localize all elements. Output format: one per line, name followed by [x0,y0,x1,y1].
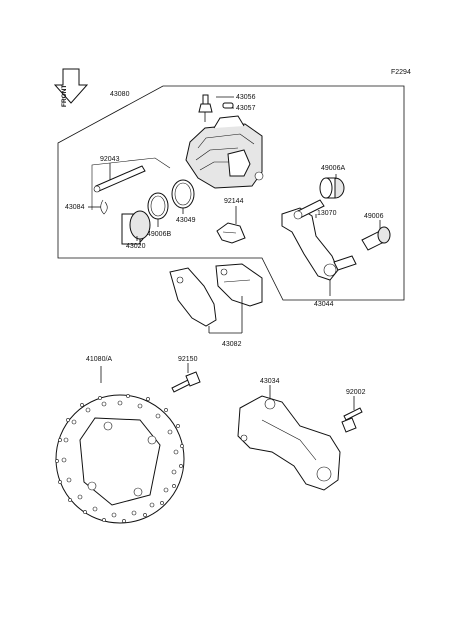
clip [100,199,108,215]
front-marker-label: FRONT [61,85,68,107]
label-pad-spring: 92144 [224,198,244,205]
pad-spring [216,222,246,244]
label-dust-seal: 43049 [176,217,196,224]
piston [121,210,151,245]
pad-assy [169,263,263,327]
label-disc: 41080/A [86,356,112,363]
label-caliper-holder: 43044 [314,301,334,308]
dust-seal [171,179,195,209]
label-bracket-shaft: 13070 [317,210,337,217]
label-piston: 43020 [126,243,146,250]
figure-code: F2294 [391,69,411,76]
label-bleeder-cap: 43057 [236,105,256,112]
label-piston-seal: 49006B [147,231,171,238]
leader-lines [88,96,381,410]
label-caliper-bracket: 43034 [260,378,280,385]
caliper-subgroup-outline [91,157,171,210]
caliper-assy-outline [57,85,405,301]
caliper-holder [281,199,357,281]
piston-seal [147,192,169,220]
pin-bolt [93,165,146,193]
bracket-bolt [341,407,363,433]
label-boot: 49006 [364,213,384,220]
label-bleeder-valve: 43056 [236,94,256,101]
caliper-bracket [237,395,341,491]
boot-a [319,177,345,199]
caliper-body [185,115,264,189]
disc-bolt [171,371,201,393]
label-boot-a: 49006A [321,165,345,172]
front-arrow-icon [53,68,89,104]
label-clip: 43084 [65,204,85,211]
bleeder-valve [198,94,213,122]
label-bracket-bolt: 92002 [346,389,366,396]
bleeder-cap [222,102,234,109]
label-disc-bolt: 92150 [178,356,198,363]
label-pad-assy: 43082 [222,341,242,348]
label-caliper-assy: 43080 [110,91,130,98]
boot [361,226,391,251]
brake-disc [55,394,185,524]
label-pin-bolt: 92043 [100,156,120,163]
